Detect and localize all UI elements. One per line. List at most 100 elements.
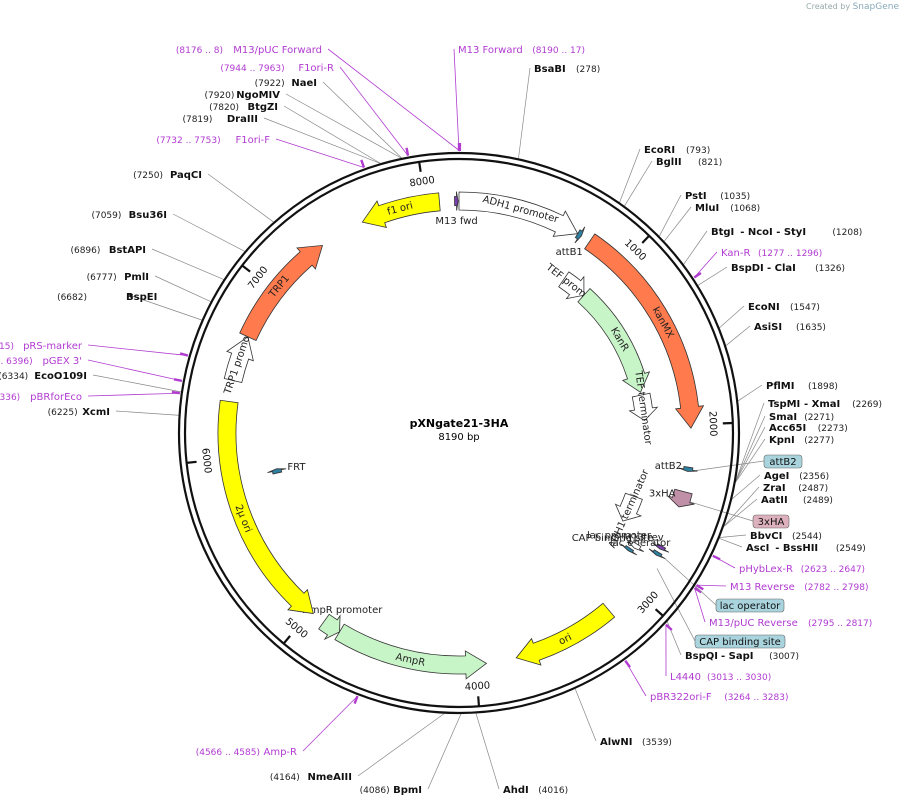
primer-site-m13-reverse[interactable]: M13 Reverse(2782 .. 2798): [730, 582, 868, 593]
leader-line: [735, 402, 765, 481]
feature-box-attb2[interactable]: attB2: [763, 454, 803, 469]
enzyme-site-bspqi[interactable]: BspQI - SapI(3007): [685, 651, 799, 662]
feature-trp1[interactable]: [239, 244, 324, 342]
feature-attb1[interactable]: [574, 226, 586, 244]
feature-ampr-promoter[interactable]: [318, 613, 341, 641]
enzyme-site-pflmi[interactable]: PflMI(1898): [766, 381, 838, 392]
primer-site-prs-marker[interactable]: pRS-marker(6496 .. 6515): [0, 341, 83, 352]
primer-mark: [179, 352, 189, 357]
enzyme-site-ecori[interactable]: EcoRI(793): [644, 145, 710, 156]
feature-tef-terminator[interactable]: [628, 392, 659, 422]
feature-box-3xha[interactable]: 3xHA: [752, 514, 790, 529]
feature-box-cap-binding-site[interactable]: CAP binding site: [694, 634, 786, 649]
enzyme-site-zrai[interactable]: ZraI(2487): [763, 483, 828, 494]
enzyme-site-btgzi[interactable]: BtgZI(7820): [209, 102, 278, 113]
enzyme-site-bbvci[interactable]: BbvCI(2544): [750, 531, 822, 542]
feature-lac-operator[interactable]: [648, 548, 666, 560]
box-label: attB2: [769, 457, 796, 468]
feature-frt[interactable]: [267, 468, 287, 475]
enzyme-site-bspei[interactable]: BspEI(6682) *: [57, 292, 157, 303]
feature-label-m13-rev: M13 rev: [623, 533, 664, 544]
enzyme-site-kpni[interactable]: KpnI(2277): [769, 435, 834, 446]
primer-site-phyblex-r[interactable]: pHybLex-R(2623 .. 2647): [739, 564, 865, 575]
enzyme-site-alwni[interactable]: AlwNI(3539): [600, 737, 672, 748]
enzyme-site-bglii[interactable]: BglII(821): [656, 157, 722, 168]
enzyme-site-aatii[interactable]: AatII(2489): [761, 495, 833, 506]
primer-site-pgex-3[interactable]: pGEX 3'(6374 .. 6396): [0, 356, 82, 367]
feature-3xha[interactable]: [667, 488, 695, 508]
enzyme-site-asci[interactable]: AscI - BssHII(2549): [746, 543, 866, 554]
enzyme-site-acc65i[interactable]: Acc65I(2273): [769, 423, 848, 434]
tick-mark-5000: [282, 635, 291, 645]
box-label: lac operator: [720, 601, 781, 612]
feature-m13-rev[interactable]: [652, 542, 670, 553]
tick-label-4000: 4000: [464, 680, 490, 693]
feature-m13-fwd[interactable]: [454, 191, 459, 211]
primer-site-f1ori-r[interactable]: F1ori-R(7944 .. 7963): [220, 63, 334, 74]
leader-line: [735, 415, 766, 482]
tick-label-6000: 6000: [199, 448, 213, 475]
primer-site-m13-puc-reverse[interactable]: M13/pUC Reverse(2795 .. 2817): [709, 618, 872, 629]
primer-site-amp-r[interactable]: Amp-R(4566 .. 4585): [196, 747, 297, 758]
enzyme-site-mlui[interactable]: MluI(1068): [695, 203, 760, 214]
primer-site-f1ori-f[interactable]: F1ori-F(7732 .. 7753): [156, 135, 270, 146]
enzyme-site-ahdi[interactable]: AhdI(4016): [503, 785, 568, 796]
enzyme-site-psti[interactable]: PstI(1035): [685, 191, 750, 202]
enzyme-site-bsabi[interactable]: BsaBI(278): [534, 64, 600, 75]
feature-tef-promoter[interactable]: [558, 271, 585, 300]
feature-kanmx[interactable]: [584, 233, 705, 429]
enzyme-site-ecoo109i[interactable]: EcoO109I(6334): [0, 371, 87, 382]
enzyme-site-naei[interactable]: NaeI(7922): [255, 78, 317, 89]
enzyme-site-bpmi[interactable]: BpmI(4086): [360, 785, 422, 796]
enzyme-name: TspMI: [768, 399, 800, 410]
enzyme-position: (2273): [818, 424, 848, 434]
enzyme-site-asisi[interactable]: AsiSI(1635): [754, 322, 826, 333]
enzyme-site-pmli[interactable]: PmlI(6777): [87, 272, 149, 283]
enzyme-site-bstapi[interactable]: BstAPI(6896): [70, 245, 146, 256]
primer-name: pHybLex-R: [739, 564, 793, 575]
feature-kanr[interactable]: [577, 287, 651, 393]
enzyme-name: SmaI: [769, 412, 797, 423]
feature-2u-ori[interactable]: [217, 399, 314, 615]
feature-adh1-terminator[interactable]: [614, 492, 643, 522]
enzyme-site-xcmi[interactable]: XcmI(6225): [48, 407, 110, 418]
feature-f1-ori[interactable]: [361, 192, 441, 229]
primer-position: (3013 .. 3030): [707, 673, 771, 683]
primer-position: (6374 .. 6396): [0, 357, 33, 367]
enzyme-site-nmeaiii[interactable]: NmeAIII(4164): [270, 772, 352, 783]
enzyme-position: (2277): [804, 436, 834, 446]
enzyme-site-bsu36i[interactable]: Bsu36I(7059): [91, 210, 167, 221]
leader-line: [719, 305, 745, 328]
feature-ampr[interactable]: [334, 623, 488, 680]
enzyme-site-draiii[interactable]: DraIII(7819): [182, 114, 258, 125]
primer-position: (7944 .. 7963): [220, 64, 284, 74]
enzyme-site-bspdi[interactable]: BspDI - ClaI(1326): [731, 263, 845, 274]
primer-site-m13-forward[interactable]: M13 Forward(8190 .. 17): [458, 45, 585, 56]
primer-site-kan-r[interactable]: Kan-R(1277 .. 1296): [721, 248, 822, 259]
tick-label-2000: 2000: [706, 411, 718, 437]
enzyme-site-paqci[interactable]: PaqCI(7250): [133, 170, 202, 181]
feature-ori[interactable]: [515, 602, 616, 666]
leader-line: [172, 213, 245, 252]
enzyme-name: BstAPI: [109, 245, 146, 256]
feature-trp1-promoter[interactable]: [223, 336, 254, 384]
feature-attb2[interactable]: [678, 466, 698, 472]
leader-line: [263, 117, 381, 164]
feature-lac-promoter[interactable]: [627, 540, 644, 552]
enzyme-site-btgi[interactable]: BtgI - NcoI - StyI(1208): [711, 227, 862, 238]
feature-cap-binding-site[interactable]: [620, 543, 637, 556]
enzyme-site-smai[interactable]: SmaI(2271): [769, 412, 834, 423]
primer-site-pbr322ori-f[interactable]: pBR322ori-F(3264 .. 3283): [650, 692, 788, 703]
enzyme-site-econi[interactable]: EcoNI(1547): [748, 302, 820, 313]
enzyme-site-tspmi[interactable]: TspMI - XmaI(2269): [768, 399, 882, 410]
feature-box-lac-operator[interactable]: lac operator: [715, 598, 785, 613]
feature-adh1-promoter[interactable]: [458, 191, 579, 237]
enzyme-site-ngomiv[interactable]: NgoMIV(7920): [204, 90, 280, 101]
primer-site-l4440[interactable]: L4440(3013 .. 3030): [670, 672, 771, 683]
primer-leader-line: [453, 48, 460, 152]
primer-leader-line: [694, 587, 706, 623]
enzyme-site-agei[interactable]: AgeI(2356): [764, 471, 829, 482]
primer-site-pbrforeco[interactable]: pBRforEco(6318 .. 6336): [0, 392, 82, 403]
feature-label-lac-promoter: lac promoter: [587, 530, 652, 541]
primer-site-m13-puc-forward[interactable]: M13/pUC Forward(8176 .. 8): [176, 45, 322, 56]
